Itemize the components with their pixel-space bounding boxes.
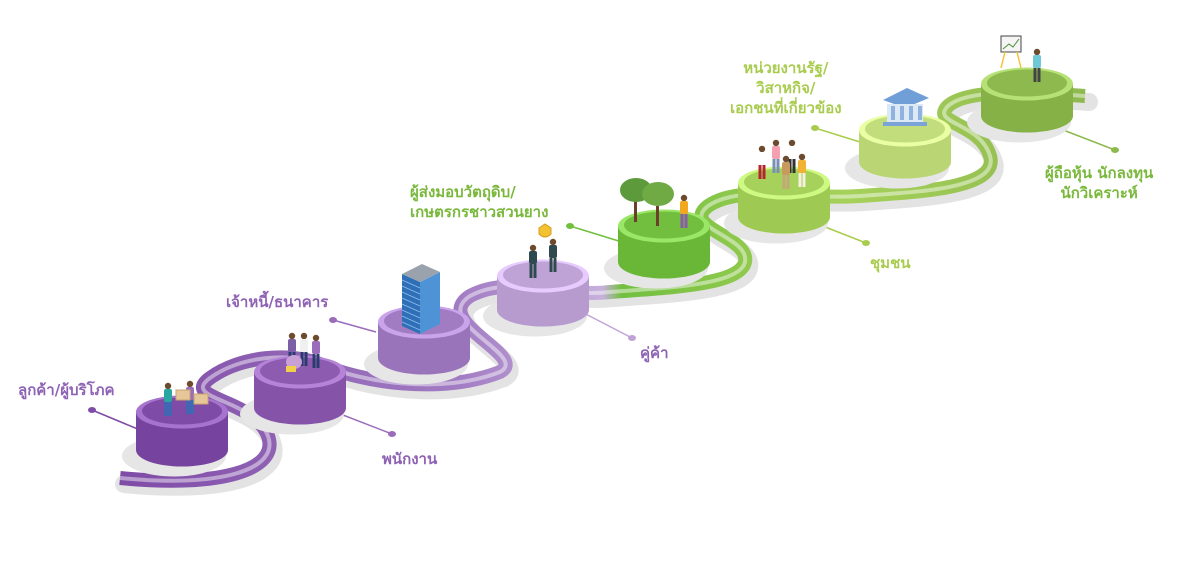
label-suppliers: ผู้ส่งมอบวัตถุดิบ/ เกษตรกรชาวสวนยาง [410,183,549,221]
label-connectors [88,125,1119,437]
connector-dot-government [811,125,819,131]
platform-creditors [364,264,471,385]
connector-dot-partners [628,335,636,341]
platform-top [503,261,583,289]
platform-top [987,69,1067,97]
connector-line-suppliers [569,225,623,243]
connector-line-government [814,127,861,143]
platform-suppliers [604,178,710,289]
winding-road [115,85,1098,496]
office-building-icon [401,264,440,334]
platform-shareholders [967,35,1073,143]
presenter-chart-icon [1000,35,1041,82]
label-government: หน่วยงานรัฐ/ วิสาหกิจ/ เอกชนที่เกี่ยวข้อ… [730,59,842,117]
platform-partners [483,223,589,337]
label-partners: คู่ค้า [640,344,669,362]
platforms [122,35,1073,477]
connector-dot-suppliers [566,223,574,229]
label-shareholders: ผู้ถือหุ้น นักลงทุน นักวิเคราะห์ [1045,164,1154,202]
label-employees: พนักงาน [382,450,438,468]
trees-farmer-icon [620,178,688,228]
community-people-icon [758,139,806,189]
platform-government [845,88,951,189]
connector-dot-community [862,240,870,246]
platform-community [724,139,830,244]
connector-line-customers [91,409,141,431]
team-with-piggy-bank-icon [286,332,320,372]
people-carrying-boxes-icon [164,380,209,416]
connector-dot-creditors [329,317,337,323]
road-stripe [119,90,1086,483]
label-customers: ลูกค้า/ผู้บริโภค [18,381,115,399]
label-community: ชุมชน [870,254,911,272]
platform-top [624,211,704,239]
road-band [119,85,1086,488]
connector-dot-employees [388,431,396,437]
label-creditors: เจ้าหนี้/ธนาคาร [226,293,329,311]
platform-top [142,397,222,425]
platform-top [260,357,340,385]
government-building-icon [883,88,929,126]
platform-employees [240,332,346,435]
connector-dot-shareholders [1111,147,1119,153]
handshake-icon [529,223,557,278]
platform-customers [122,380,228,477]
connector-line-shareholders [1057,127,1116,151]
connector-line-creditors [332,319,377,333]
connector-dot-customers [88,407,96,413]
